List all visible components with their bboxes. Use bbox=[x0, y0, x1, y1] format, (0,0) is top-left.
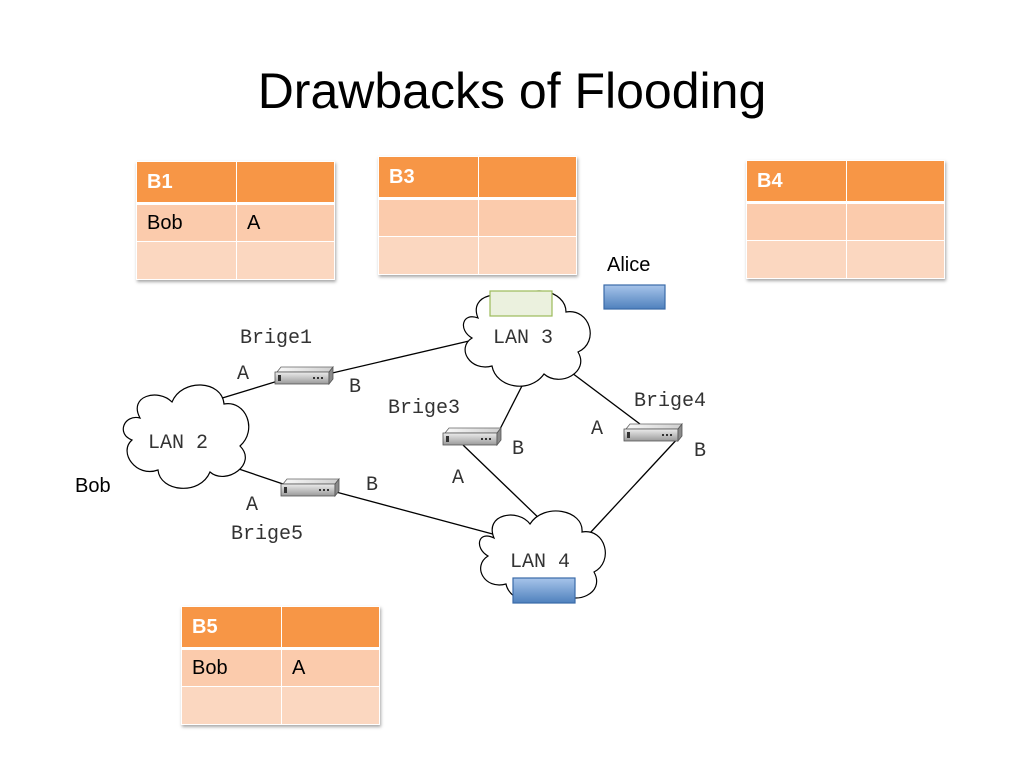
lan-label: LAN 3 bbox=[493, 327, 553, 350]
bridge-1: Brige1 A B bbox=[237, 327, 361, 399]
packet-green bbox=[489, 290, 553, 317]
table-cell bbox=[846, 240, 945, 279]
forwarding-table-b4: B4 bbox=[746, 160, 945, 279]
port-label: B bbox=[366, 474, 378, 497]
forwarding-table-b3: B3 bbox=[378, 156, 577, 275]
link-bridge4-lan4 bbox=[589, 435, 681, 534]
table-cell bbox=[746, 240, 847, 279]
table-cell bbox=[136, 241, 237, 280]
table-cell bbox=[846, 202, 945, 241]
port-label: A bbox=[246, 494, 258, 517]
table-cell bbox=[281, 686, 380, 725]
port-label: B bbox=[512, 438, 524, 461]
port-label: A bbox=[591, 418, 603, 441]
table-cell bbox=[746, 202, 847, 241]
slide-title: Drawbacks of Flooding bbox=[257, 63, 767, 119]
port-label: A bbox=[237, 363, 249, 386]
port-label: B bbox=[349, 376, 361, 399]
table-cell bbox=[181, 686, 282, 725]
link-bridge1-lan3 bbox=[327, 340, 470, 375]
bridge-label: Brige1 bbox=[240, 327, 312, 350]
table-cell bbox=[378, 236, 479, 275]
packet-blue-lan4 bbox=[512, 577, 576, 604]
table-header: B3 bbox=[378, 156, 479, 200]
table-header-empty bbox=[236, 161, 335, 205]
link-lan3-bridge4 bbox=[567, 369, 641, 425]
table-cell bbox=[478, 198, 577, 237]
link-lan3-bridge3 bbox=[497, 377, 527, 434]
network-links bbox=[195, 340, 681, 537]
table-header: B5 bbox=[181, 606, 282, 650]
table-header: B1 bbox=[136, 161, 237, 205]
table-cell bbox=[378, 198, 479, 237]
bridge-label: Brige4 bbox=[634, 390, 706, 413]
table-cell: A bbox=[236, 203, 335, 242]
port-label: B bbox=[694, 440, 706, 463]
table-header-empty bbox=[281, 606, 380, 650]
lan-label: LAN 2 bbox=[148, 432, 208, 455]
table-header-empty bbox=[478, 156, 577, 200]
table-cell: A bbox=[281, 648, 380, 687]
bridge-3: Brige3 B A bbox=[388, 397, 524, 490]
link-bridge5-lan4 bbox=[335, 491, 501, 537]
lan-cloud-lan2: LAN 2 bbox=[122, 384, 250, 489]
link-bridge3-lan4 bbox=[462, 444, 545, 524]
host-label-bob: Bob bbox=[75, 475, 111, 497]
bridge-5: B A Brige5 bbox=[231, 474, 378, 546]
table-header-empty bbox=[846, 160, 945, 204]
packet-blue-alice bbox=[603, 284, 666, 310]
table-cell bbox=[478, 236, 577, 275]
port-label: A bbox=[452, 467, 464, 490]
lan-label: LAN 4 bbox=[510, 551, 570, 574]
table-cell: Bob bbox=[181, 648, 282, 687]
host-label-alice: Alice bbox=[607, 254, 650, 276]
bridge-label: Brige3 bbox=[388, 397, 460, 420]
table-cell bbox=[236, 241, 335, 280]
table-header: B4 bbox=[746, 160, 847, 204]
bridge-label: Brige5 bbox=[231, 523, 303, 546]
bridge-4: Brige4 A B bbox=[591, 390, 706, 463]
